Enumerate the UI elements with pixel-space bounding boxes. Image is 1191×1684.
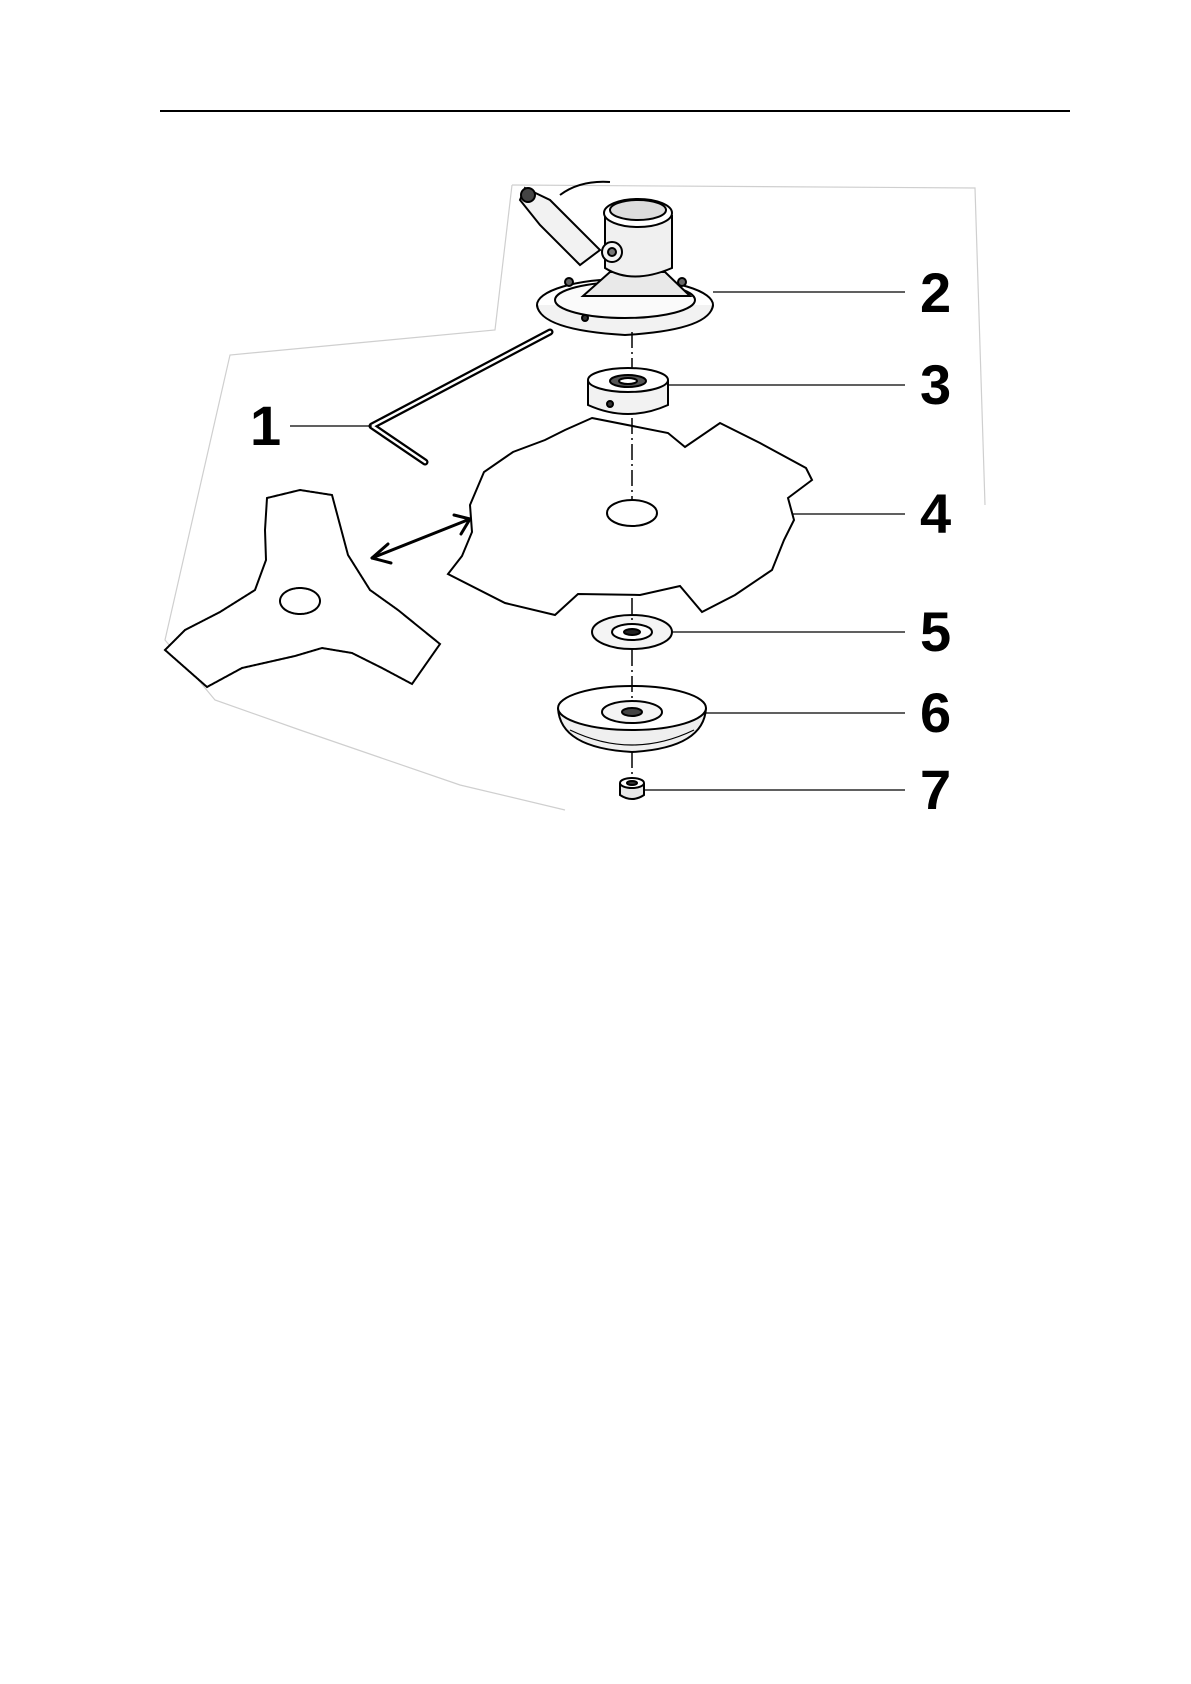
lower-washer bbox=[592, 615, 672, 649]
three-tooth-blade bbox=[165, 490, 440, 687]
callout-1: 1 bbox=[250, 394, 281, 457]
callout-5: 5 bbox=[920, 600, 951, 663]
blade-nut bbox=[620, 778, 644, 799]
callout-6: 6 bbox=[920, 681, 951, 744]
callout-3: 3 bbox=[920, 353, 951, 416]
callout-7: 7 bbox=[920, 758, 951, 821]
callout-4: 4 bbox=[920, 482, 951, 545]
upper-flange bbox=[588, 368, 668, 414]
four-tooth-blade bbox=[448, 418, 812, 615]
gear-head bbox=[520, 182, 713, 335]
hex-key bbox=[372, 332, 550, 462]
support-cup bbox=[558, 686, 706, 752]
callout-2: 2 bbox=[920, 261, 951, 324]
double-arrow-icon bbox=[372, 515, 470, 563]
